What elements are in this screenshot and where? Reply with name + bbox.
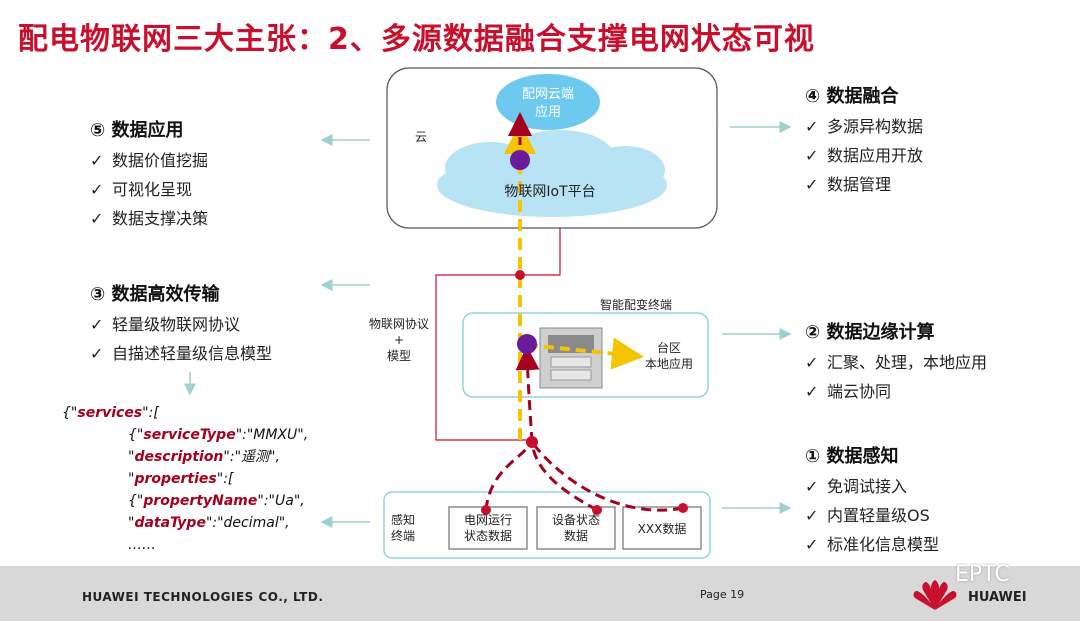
section-edge-computing: ② 数据边缘计算 ✓汇聚、处理，本地应用 ✓端云协同 [805, 318, 987, 406]
terminal-title: 智能配变终端 [600, 298, 673, 312]
list-item: ✓数据应用开放 [805, 141, 923, 170]
sensor-flow-2 [530, 441, 598, 512]
code-text: {" [62, 405, 78, 421]
company-name: HUAWEI TECHNOLOGIES CO., LTD. [82, 590, 324, 604]
list-item: ✓自描述轻量级信息模型 [90, 339, 272, 368]
code-key: serviceType [143, 427, 236, 443]
sensing-label: 感知 终端 [390, 513, 415, 543]
page-number: Page 19 [700, 588, 745, 601]
code-text: ":"MMXU", [235, 427, 309, 443]
code-line: {"serviceType":"MMXU", [62, 424, 308, 446]
local-app-label: 台区 本地应用 [644, 341, 693, 371]
sensor-box-xxx [622, 506, 702, 550]
cloud-app-label: 配网云端 应用 [521, 87, 574, 120]
sensor-box-device-status [536, 506, 616, 550]
protocol-label: 物联网协议 + 模型 [368, 317, 429, 363]
footer-bar [0, 566, 1080, 621]
list-item: ✓数据支撑决策 [90, 204, 208, 233]
sensor-label-grid: 电网运行 状态数据 [463, 513, 512, 543]
sensor-dot [481, 505, 491, 515]
code-text: ":"Ua", [257, 493, 305, 509]
code-text: …… [128, 537, 156, 553]
check-icon: ✓ [90, 344, 104, 363]
code-text: ":"遥测", [223, 449, 280, 465]
sensor-label-device: 设备状态 数据 [551, 513, 600, 543]
code-text: {" [128, 493, 144, 509]
check-icon: ✓ [805, 117, 819, 136]
list-item: ✓可视化呈现 [90, 175, 208, 204]
code-text: " [128, 449, 135, 465]
check-icon: ✓ [805, 146, 819, 165]
watermark-text: EPTC [955, 562, 1010, 587]
iot-platform-cloud [437, 130, 667, 217]
list-item: ✓数据管理 [805, 170, 923, 199]
code-text: " [128, 515, 135, 531]
code-key: propertyName [143, 493, 258, 509]
section-data-fusion: ④ 数据融合 ✓多源异构数据 ✓数据应用开放 ✓数据管理 [805, 82, 923, 199]
list-item: ✓轻量级物联网协议 [90, 310, 272, 339]
check-icon: ✓ [90, 315, 104, 334]
huawei-logo-icon [913, 580, 957, 610]
code-text: ":[ [142, 405, 159, 421]
sensor-label-xxx: XXX数据 [637, 522, 687, 536]
check-icon: ✓ [805, 477, 819, 496]
section-data-transmission: ③ 数据高效传输 ✓轻量级物联网协议 ✓自描述轻量级信息模型 [90, 280, 272, 368]
code-key: description [134, 449, 224, 465]
sensor-dot [592, 505, 602, 515]
check-icon: ✓ [805, 506, 819, 525]
check-icon: ✓ [90, 151, 104, 170]
code-line: "description":"遥测", [62, 446, 308, 468]
list-item: ✓免调试接入 [805, 472, 939, 501]
list-item: ✓内置轻量级OS [805, 501, 939, 530]
json-model-code: {"services":[{"serviceType":"MMXU","desc… [62, 402, 308, 556]
section-data-application: ⑤ 数据应用 ✓数据价值挖掘 ✓可视化呈现 ✓数据支撑决策 [90, 116, 208, 233]
code-key: dataType [134, 515, 206, 531]
page-title: 配电物联网三大主张：2、多源数据融合支撑电网状态可视 [18, 22, 815, 57]
section-title: ④ 数据融合 [805, 86, 899, 107]
code-line: "properties":[ [62, 468, 308, 490]
code-line: "dataType":"decimal", [62, 512, 308, 534]
code-line: …… [62, 534, 308, 556]
iot-platform-label: 物联网IoT平台 [504, 184, 596, 200]
section-title: ① 数据感知 [805, 446, 899, 467]
code-key: services [77, 405, 143, 421]
section-title: ② 数据边缘计算 [805, 322, 935, 343]
list-item: ✓标准化信息模型 [805, 530, 939, 559]
code-key: properties [134, 471, 217, 487]
code-text: ":"decimal", [205, 515, 290, 531]
code-text: ":[ [216, 471, 234, 487]
list-item: ✓多源异构数据 [805, 112, 923, 141]
check-icon: ✓ [805, 382, 819, 401]
check-icon: ✓ [90, 180, 104, 199]
code-text: {" [128, 427, 144, 443]
list-item: ✓端云协同 [805, 377, 987, 406]
junction-dot [515, 270, 525, 280]
section-title: ⑤ 数据应用 [90, 120, 184, 141]
check-icon: ✓ [805, 535, 819, 554]
junction-dot [526, 436, 538, 448]
sensor-dot [678, 503, 688, 513]
data-flow-local [527, 337, 644, 370]
iot-node-dot [510, 150, 530, 170]
protocol-line [435, 228, 561, 441]
check-icon: ✓ [805, 175, 819, 194]
sensor-flow-up [515, 346, 540, 443]
check-icon: ✓ [805, 353, 819, 372]
huawei-brand: HUAWEI [968, 590, 1027, 605]
edge-node-dot [517, 334, 537, 354]
section-data-sensing: ① 数据感知 ✓免调试接入 ✓内置轻量级OS ✓标准化信息模型 [805, 442, 939, 559]
terminal-device-image [539, 327, 603, 389]
list-item: ✓汇聚、处理，本地应用 [805, 348, 987, 377]
sensor-flow-3 [530, 441, 684, 512]
list-item: ✓数据价值挖掘 [90, 146, 208, 175]
code-line: {"propertyName":"Ua", [62, 490, 308, 512]
code-text: " [128, 471, 135, 487]
cloud-label: 云 [415, 130, 428, 144]
section-title: ③ 数据高效传输 [90, 284, 220, 305]
check-icon: ✓ [90, 209, 104, 228]
code-line: {"services":[ [62, 402, 308, 424]
